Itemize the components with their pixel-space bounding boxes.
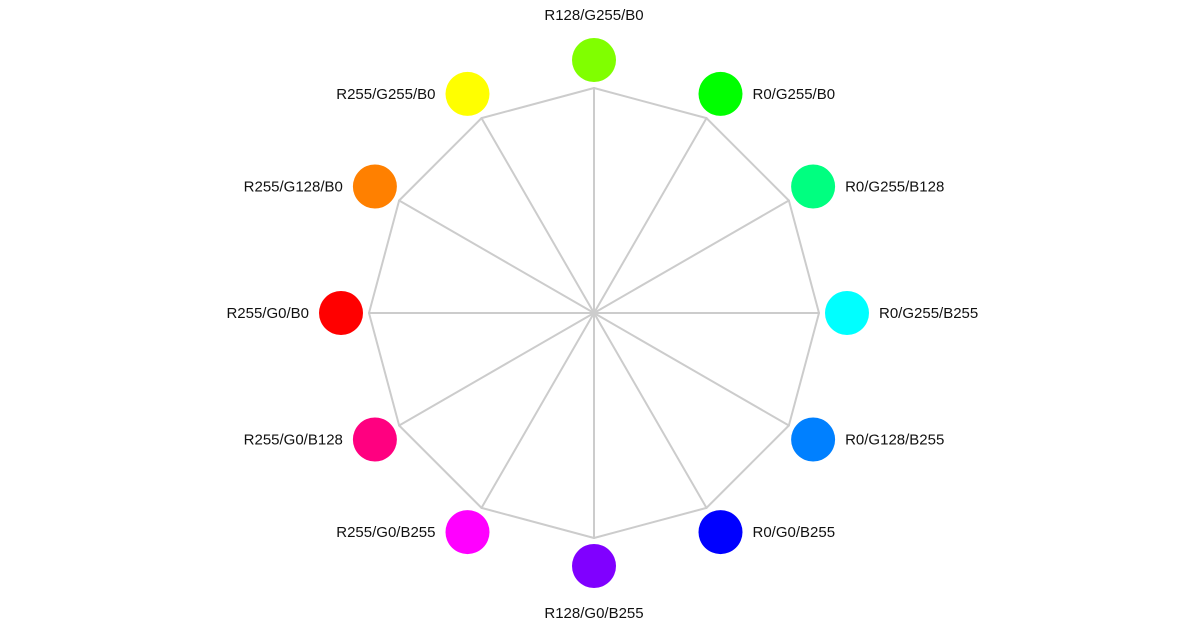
color-swatch-group: R0/G128/B255 <box>791 417 944 462</box>
color-label: R128/G255/B0 <box>544 7 643 24</box>
wheel-edge <box>368 199 401 314</box>
color-swatch <box>445 71 490 116</box>
wheel-spoke <box>593 199 790 314</box>
color-label: R255/G128/B0 <box>244 179 343 196</box>
wheel-lines <box>368 87 820 539</box>
wheel-spoke <box>480 312 595 509</box>
wheel-spoke <box>398 199 595 314</box>
color-swatch-group: R255/G0/B255 <box>336 510 490 555</box>
color-label: R128/G0/B255 <box>544 605 643 622</box>
color-swatch-group: R0/G255/B0 <box>698 71 836 116</box>
color-label: R0/G128/B255 <box>845 432 944 449</box>
wheel-edge <box>787 199 820 314</box>
wheel-edge <box>705 117 790 202</box>
color-swatch-group: R255/G255/B0 <box>336 71 490 116</box>
wheel-spoke <box>480 117 595 314</box>
wheel-edge <box>398 424 483 509</box>
color-swatch <box>791 164 836 209</box>
color-label: R255/G0/B128 <box>244 432 343 449</box>
color-label: R0/G255/B0 <box>753 86 836 103</box>
color-swatch-group: R255/G128/B0 <box>244 164 397 209</box>
color-swatch-group: R0/G255/B128 <box>791 164 944 209</box>
color-swatch <box>698 71 743 116</box>
color-swatch <box>352 164 397 209</box>
color-swatch-group: R0/G0/B255 <box>698 510 836 555</box>
color-swatch-group: R128/G255/B0 <box>544 7 644 82</box>
wheel-edge <box>368 312 401 427</box>
wheel-spoke <box>593 117 708 314</box>
color-label: R0/G255/B128 <box>845 179 944 196</box>
color-swatch <box>352 417 397 462</box>
color-swatch-group: R255/G0/B0 <box>226 291 363 335</box>
color-swatch-group: R255/G0/B128 <box>244 417 397 462</box>
wheel-edge <box>787 312 820 427</box>
color-label: R0/G255/B255 <box>879 305 978 322</box>
color-swatch <box>445 510 490 555</box>
color-label: R255/G255/B0 <box>336 86 435 103</box>
color-label: R0/G0/B255 <box>753 524 836 541</box>
color-swatch <box>698 510 743 555</box>
wheel-spoke <box>398 312 595 427</box>
color-swatch <box>319 291 363 335</box>
wheel-swatches: R128/G255/B0R0/G255/B0R0/G255/B128R0/G25… <box>226 7 978 622</box>
color-label: R255/G0/B0 <box>226 305 309 322</box>
wheel-edge <box>593 506 708 539</box>
wheel-edge <box>480 506 595 539</box>
wheel-edge <box>398 117 483 202</box>
color-swatch <box>791 417 836 462</box>
color-swatch <box>572 38 616 82</box>
color-swatch <box>572 544 616 588</box>
color-label: R255/G0/B255 <box>336 524 435 541</box>
color-swatch <box>825 291 869 335</box>
wheel-edge <box>480 87 595 120</box>
wheel-edge <box>705 424 790 509</box>
wheel-spoke <box>593 312 708 509</box>
color-swatch-group: R0/G255/B255 <box>825 291 978 335</box>
wheel-spoke <box>593 312 790 427</box>
wheel-edge <box>593 87 708 120</box>
color-swatch-group: R128/G0/B255 <box>544 544 644 622</box>
